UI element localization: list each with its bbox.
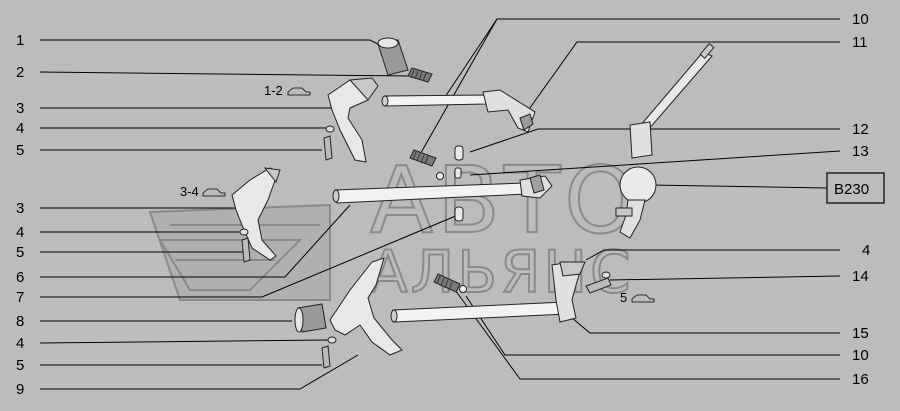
spring-part-16 — [433, 273, 461, 293]
bolt-part-14 — [585, 277, 612, 294]
callout-8: 8 — [16, 313, 24, 330]
callout-12: 12 — [852, 121, 869, 138]
car-icon — [202, 188, 226, 197]
shift-rod-part-15 — [390, 261, 586, 323]
callout-14: 14 — [852, 268, 869, 285]
fork-part-3-top — [327, 77, 379, 163]
code-box: B230 — [826, 172, 885, 204]
callout-4: 4 — [16, 120, 24, 137]
bushing-part-8 — [294, 303, 327, 333]
bolt-part-5a — [323, 135, 333, 161]
fork-part-9 — [329, 257, 403, 356]
callout-4b: 4 — [16, 224, 24, 241]
shift-lever — [615, 43, 715, 239]
callout-2: 2 — [16, 64, 24, 81]
group-labels: 1-2 3-4 5 — [180, 83, 655, 305]
callout-3: 3 — [16, 100, 24, 117]
callout-4c: 4 — [16, 335, 24, 352]
group-label-5: 5 — [620, 290, 627, 305]
callout-16: 16 — [852, 371, 869, 388]
washer-part-4d — [327, 336, 337, 344]
parts — [231, 37, 715, 369]
callout-5b: 5 — [16, 244, 24, 261]
callout-10b: 10 — [852, 347, 869, 364]
ball-part-10c — [459, 285, 467, 293]
callout-5: 5 — [16, 142, 24, 159]
callout-7: 7 — [16, 289, 24, 306]
plunger-part-7 — [454, 206, 464, 222]
shift-rod-part-11 — [381, 89, 536, 133]
watermark-word-2: АЛЬЯНС — [368, 238, 634, 306]
fork-part-3-mid — [231, 167, 281, 261]
washer-part-4c — [601, 271, 611, 279]
callout-labels: 1 2 3 4 5 3 4 5 6 7 8 4 5 9 10 11 12 13 … — [16, 11, 870, 398]
car-icon — [631, 294, 655, 303]
pin-part-13 — [454, 167, 462, 179]
callout-1: 1 — [16, 32, 24, 49]
callout-3b: 3 — [16, 200, 24, 217]
washer-part-4a — [325, 125, 335, 133]
bushing-part-1 — [377, 37, 409, 76]
callout-10: 10 — [852, 11, 869, 28]
watermark: АВТО АЛЬЯНС — [148, 146, 641, 307]
group-label-3-4: 3-4 — [180, 184, 199, 199]
code-box-label: B230 — [834, 181, 869, 198]
callout-15: 15 — [852, 325, 869, 342]
spring-part-2 — [407, 67, 433, 83]
bolt-part-5b — [241, 237, 251, 263]
callout-4d: 4 — [862, 242, 870, 259]
callout-6: 6 — [16, 269, 24, 286]
plunger-part-12 — [454, 145, 464, 161]
bolt-part-5c — [321, 345, 331, 369]
group-label-1-2: 1-2 — [264, 83, 283, 98]
spring-part-2b — [409, 149, 437, 167]
ball-part-10b — [436, 172, 444, 180]
callout-9: 9 — [16, 381, 24, 398]
car-icon — [287, 87, 311, 96]
shift-rod-part-6 — [332, 174, 553, 204]
watermark-word-1: АВТО — [370, 147, 641, 254]
washer-part-4b — [239, 228, 249, 236]
callout-11: 11 — [852, 34, 868, 51]
callout-5c: 5 — [16, 357, 24, 374]
callout-13: 13 — [852, 143, 869, 160]
